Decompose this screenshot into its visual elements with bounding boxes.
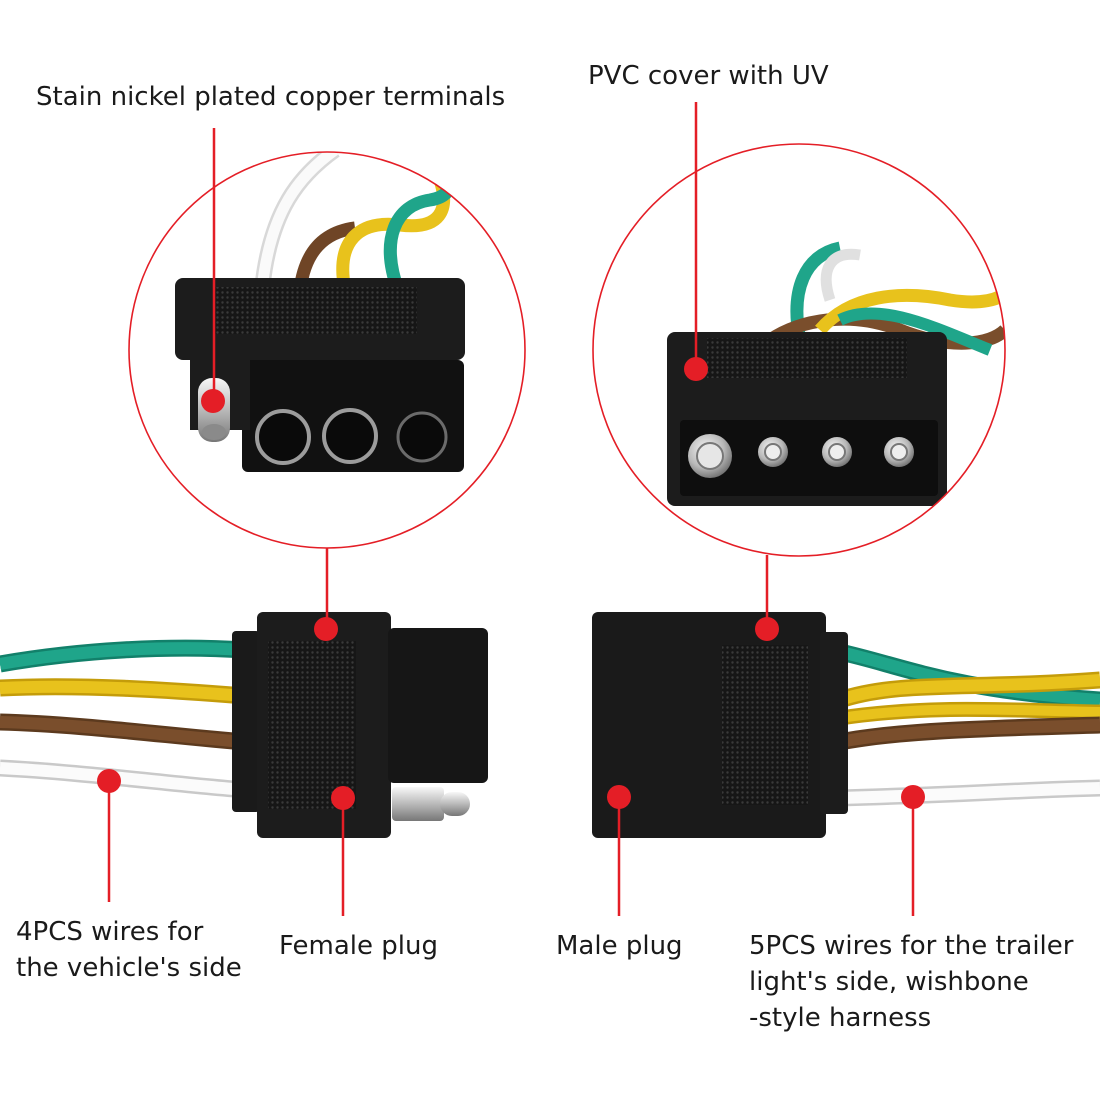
dot-terminals bbox=[201, 389, 225, 413]
label-4pcs-line2: the vehicle's side bbox=[16, 953, 242, 983]
label-5pcs-line2: light's side, wishbone bbox=[749, 967, 1029, 997]
label-terminals: Stain nickel plated copper terminals bbox=[36, 82, 506, 112]
callout-dots bbox=[97, 357, 925, 810]
female-plug-body bbox=[232, 631, 260, 812]
label-4pcs-line1: 4PCS wires for bbox=[16, 917, 204, 947]
female-plug-closeup bbox=[175, 152, 465, 472]
dot-pvc bbox=[684, 357, 708, 381]
dot-4pcs bbox=[97, 769, 121, 793]
callouts bbox=[107, 102, 915, 916]
female-plug-assembly bbox=[0, 612, 488, 838]
male-plug-closeup bbox=[667, 241, 1005, 506]
right-zoom-circle bbox=[592, 143, 1006, 557]
label-pvc-cover: PVC cover with UV bbox=[588, 61, 829, 91]
label-male-plug: Male plug bbox=[556, 931, 683, 961]
label-female-plug: Female plug bbox=[279, 931, 438, 961]
dot-right-connector bbox=[755, 617, 779, 641]
male-plug-assembly bbox=[592, 612, 1100, 838]
label-5pcs-wires: 5PCS wires for the trailer light's side,… bbox=[749, 928, 1073, 1036]
label-5pcs-line3: -style harness bbox=[749, 1003, 932, 1033]
dot-male bbox=[607, 785, 631, 809]
label-4pcs-wires: 4PCS wires for the vehicle's side bbox=[16, 914, 242, 986]
dot-left-connector bbox=[314, 617, 338, 641]
dot-female bbox=[331, 786, 355, 810]
dot-5pcs bbox=[901, 785, 925, 809]
label-5pcs-line1: 5PCS wires for the trailer bbox=[749, 931, 1074, 961]
